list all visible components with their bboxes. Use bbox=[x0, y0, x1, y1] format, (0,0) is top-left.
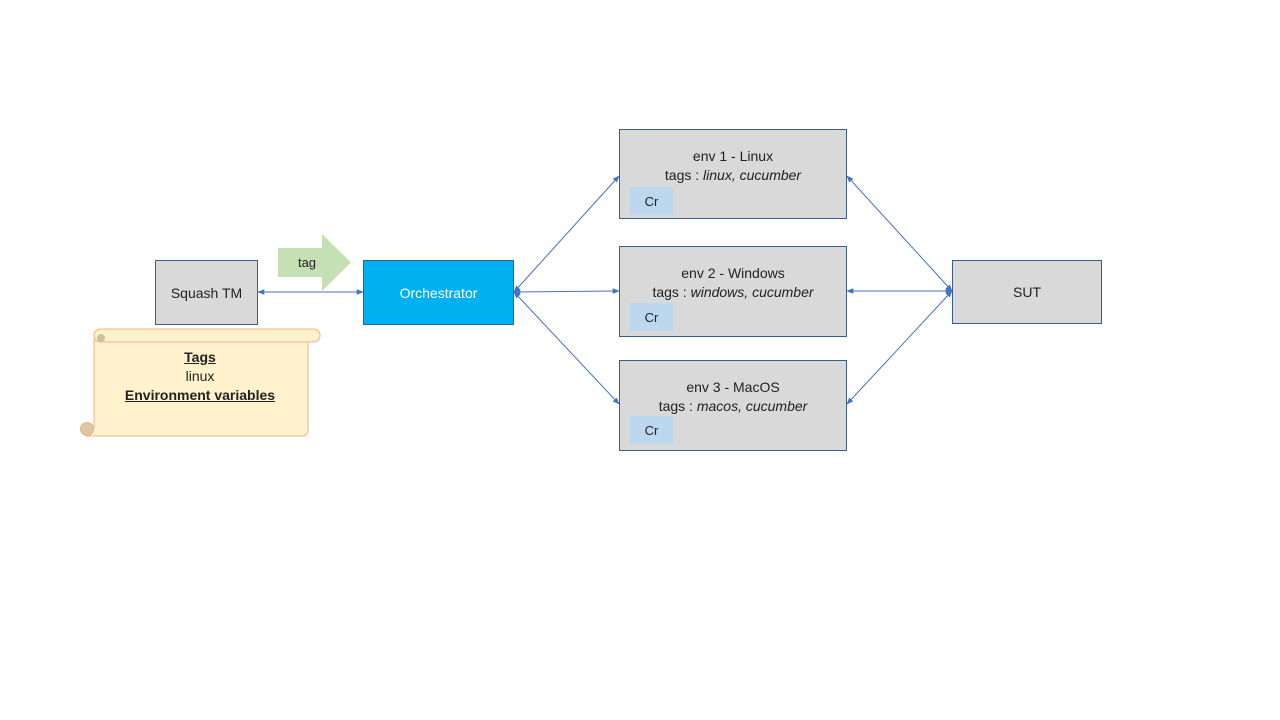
tag-arrow: tag bbox=[278, 234, 351, 291]
env-1-cr-badge[interactable]: Cr bbox=[630, 187, 673, 215]
env-2-tags-prefix: tags : bbox=[652, 284, 691, 300]
env-3-cr-badge[interactable]: Cr bbox=[630, 416, 673, 444]
env-3-tags-prefix: tags : bbox=[658, 398, 697, 414]
tag-arrow-label: tag bbox=[297, 255, 317, 270]
scroll-shape-icon bbox=[80, 328, 321, 437]
env-2-box[interactable]: env 2 - Windows tags : windows, cucumber… bbox=[619, 246, 847, 337]
scroll-heading-tags: Tags bbox=[184, 349, 216, 365]
env-1-title: env 1 - Linux bbox=[692, 148, 774, 164]
scroll-note-text: Tags linux Environment variables bbox=[94, 348, 306, 405]
squash-tm-label: Squash TM bbox=[170, 284, 243, 301]
env-2-tags: tags : windows, cucumber bbox=[652, 283, 813, 302]
orchestrator-label: Orchestrator bbox=[399, 284, 478, 301]
env-3-tags: tags : macos, cucumber bbox=[659, 397, 808, 416]
connector-env1-sut bbox=[846, 175, 953, 292]
connector-orchestrator-env3 bbox=[513, 291, 620, 405]
sut-box[interactable]: SUT bbox=[952, 260, 1102, 324]
env-1-tags: tags : linux, cucumber bbox=[665, 166, 801, 185]
connector-orchestrator-env1 bbox=[513, 175, 620, 293]
connector-orchestrator-env2 bbox=[513, 288, 620, 295]
env-1-tags-prefix: tags : bbox=[664, 167, 704, 183]
env-2-tags-value: windows, cucumber bbox=[690, 284, 814, 300]
scroll-note: Tags linux Environment variables bbox=[80, 328, 322, 438]
env-1-box[interactable]: env 1 - Linux tags : linux, cucumber Cr bbox=[619, 129, 847, 219]
scroll-heading-env-vars: Environment variables bbox=[124, 387, 276, 403]
env-3-box[interactable]: env 3 - MacOS tags : macos, cucumber Cr bbox=[619, 360, 847, 451]
env-3-tags-value: macos, cucumber bbox=[696, 398, 808, 414]
sut-label: SUT bbox=[1013, 284, 1041, 300]
env-1-tags-value: linux, cucumber bbox=[703, 167, 802, 183]
right-arrow-icon bbox=[278, 234, 351, 291]
env-2-cr-badge[interactable]: Cr bbox=[630, 303, 673, 331]
squash-tm-box[interactable]: Squash TM bbox=[155, 260, 258, 325]
env-3-title: env 3 - MacOS bbox=[686, 379, 780, 395]
orchestrator-box[interactable]: Orchestrator bbox=[363, 260, 514, 325]
scroll-value-tags: linux bbox=[185, 368, 215, 384]
env-2-title: env 2 - Windows bbox=[681, 265, 785, 281]
connector-env3-sut bbox=[846, 290, 953, 405]
